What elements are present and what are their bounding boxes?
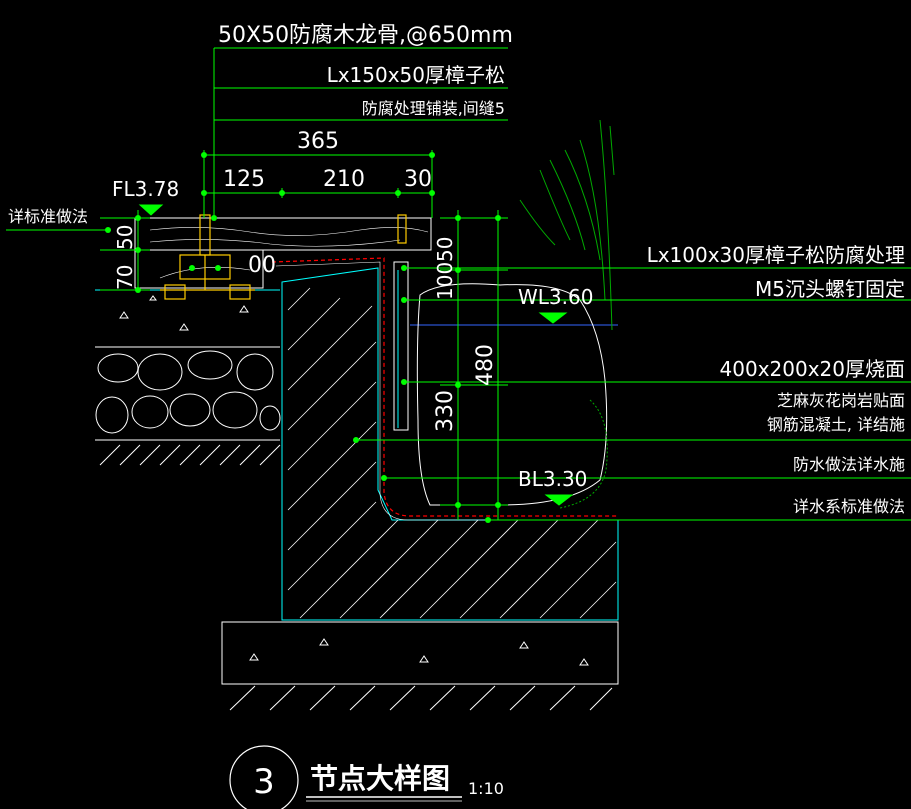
dim-330: 330 [433, 390, 458, 432]
dim-210: 210 [323, 167, 365, 192]
dim-00: 00 [248, 253, 276, 278]
plant-leaves [519, 119, 615, 331]
side-board-label: Lx100x30厚樟子松防腐处理 [647, 243, 905, 267]
screw-label: M5沉头螺钉固定 [755, 277, 905, 301]
dim-30: 30 [404, 167, 432, 192]
dim-50-left: 50 [113, 225, 137, 250]
detail-scale: 1:10 [468, 779, 504, 798]
pond [410, 283, 618, 509]
granite-facing [393, 261, 409, 431]
water-system-label: 详水系标准做法 [793, 497, 905, 516]
granite-label: 芝麻灰花岗岩贴面 [777, 391, 905, 410]
board-label: Lx150x50厚樟子松 [327, 63, 505, 87]
see-standard-label: 详标准做法 [8, 207, 88, 226]
dim-50-right: 50 [433, 237, 457, 262]
footing [221, 621, 619, 711]
detail-title: 节点大样图 [310, 762, 450, 795]
dim-365: 365 [297, 129, 339, 154]
waterproof-layer [271, 257, 618, 521]
wl-level-label: WL3.60 [518, 285, 593, 309]
dimension-ticks [105, 152, 501, 523]
ground-layers [95, 289, 281, 466]
dim-100: 100 [433, 262, 457, 300]
detail-number-circle [229, 745, 299, 809]
board-treat-label: 防腐处理铺装,间缝5 [362, 99, 505, 118]
dim-125: 125 [223, 167, 265, 192]
waterproof-label: 防水做法详水施 [793, 455, 905, 474]
dim-70-left: 70 [113, 265, 137, 290]
deck-boards [134, 217, 432, 289]
granite-size-label: 400x200x20厚烧面 [720, 357, 905, 381]
concrete-label: 钢筋混凝土, 详结施 [767, 415, 905, 434]
dim-480: 480 [473, 344, 498, 386]
dimension-lines [6, 47, 911, 521]
bl-level-label: BL3.30 [518, 467, 587, 491]
retaining-wall [281, 267, 619, 621]
steel-hardware [160, 214, 407, 300]
keel-label: 50X50防腐木龙骨,@650mm [218, 23, 513, 48]
detail-number: 3 [253, 762, 275, 802]
fl-level-label: FL3.78 [112, 177, 179, 201]
detail-title-block: 3 节点大样图 1:10 [229, 745, 504, 809]
